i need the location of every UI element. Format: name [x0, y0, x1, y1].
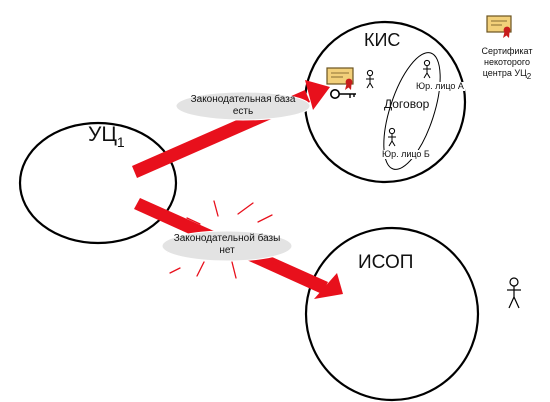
- person-icon: [366, 69, 374, 89]
- certificate-icon: [486, 15, 512, 38]
- ca-circle: [18, 121, 178, 245]
- certificate-icon: [326, 67, 354, 90]
- ca-label: УЦ1: [88, 124, 125, 149]
- person-icon: [507, 277, 521, 309]
- person-icon: [423, 59, 431, 79]
- ca-label-text: УЦ: [88, 123, 117, 146]
- entity-a-label: Юр. лицо А: [415, 81, 465, 91]
- burst-lines: [167, 200, 278, 279]
- key-icon: [329, 89, 356, 100]
- isop-circle: [304, 226, 480, 402]
- certificate-legend-subscript: 2: [526, 72, 532, 81]
- entity-b-label: Юр. лицо Б: [381, 149, 431, 159]
- certificate-legend-text: Сертификат некоторого центра УЦ: [481, 46, 533, 78]
- isop-label: ИСОП: [358, 252, 414, 273]
- contract-label: Договор: [384, 97, 430, 111]
- kis-label: КИС: [364, 30, 401, 50]
- ca-label-subscript: 1: [116, 134, 125, 150]
- legal-base-yes-pill: [175, 91, 311, 121]
- legal-base-yes-label: Законодательная база есть: [190, 94, 296, 117]
- contract-ellipse: [383, 52, 441, 170]
- legal-base-no-pill: [161, 230, 293, 262]
- person-icon: [388, 127, 396, 147]
- legal-base-no-label: Законодательной базы нет: [173, 233, 281, 256]
- certificate-legend: Сертификат некоторого центра УЦ2: [470, 46, 544, 82]
